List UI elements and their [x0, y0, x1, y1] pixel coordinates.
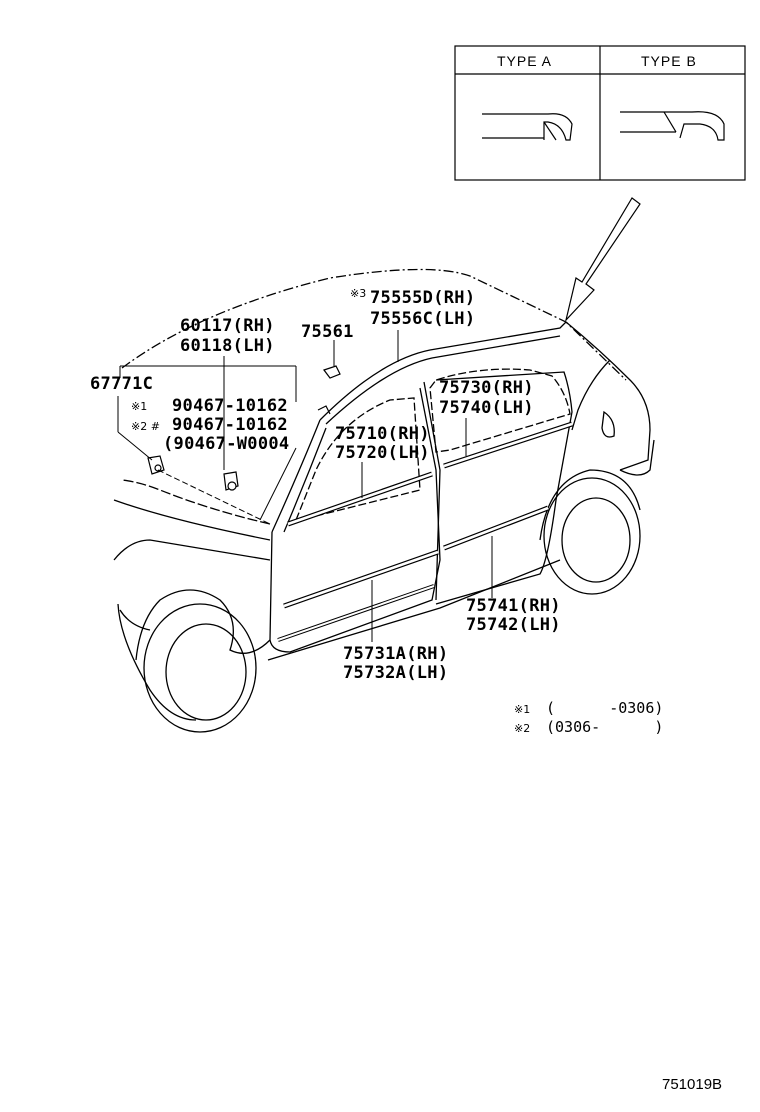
diagram-number: 751019B	[662, 1076, 723, 1093]
part-label-90467-2: 90467-10162	[172, 415, 288, 435]
moldings	[277, 421, 573, 642]
part-label-75556c: 75556C(LH)	[370, 309, 476, 329]
part-label-67771c: 67771C	[90, 374, 154, 394]
car-body	[113, 268, 655, 733]
part-label-75555d: 75555D(RH)	[370, 288, 476, 308]
part-label-90467-1: 90467-10162	[172, 396, 288, 416]
part-label-75720: 75720(LH)	[335, 443, 430, 463]
part-label-75561: 75561	[301, 322, 354, 342]
small-parts	[147, 365, 341, 491]
part-label-75740: 75740(LH)	[439, 398, 534, 418]
note-mark-2: ※2 #	[131, 420, 160, 433]
part-label-75730: 75730(RH)	[439, 378, 534, 398]
leader-lines	[117, 330, 493, 642]
footnote-2-mark: ※2	[514, 722, 531, 735]
note-mark-3: ※3	[350, 287, 367, 300]
footnote-1-text: ( -0306)	[546, 699, 664, 717]
part-label-75742: 75742(LH)	[466, 615, 561, 635]
part-label-75732a: 75732A(LH)	[343, 663, 449, 683]
type-inset-box	[454, 45, 746, 181]
note-mark-1: ※1	[131, 400, 148, 413]
part-label-75741: 75741(RH)	[466, 596, 561, 616]
part-label-60117: 60117(RH)	[180, 316, 275, 336]
callout-arrow	[564, 197, 641, 323]
part-label-75710: 75710(RH)	[335, 424, 430, 444]
type-b-label: TYPE B	[641, 53, 697, 69]
part-label-90467-3: (90467-W0004	[163, 434, 290, 454]
footnote-1-mark: ※1	[514, 703, 531, 716]
type-a-label: TYPE A	[497, 53, 553, 69]
footnote-2-text: (0306- )	[546, 718, 664, 736]
part-label-60118: 60118(LH)	[180, 336, 275, 356]
part-label-75731a: 75731A(RH)	[343, 644, 449, 664]
